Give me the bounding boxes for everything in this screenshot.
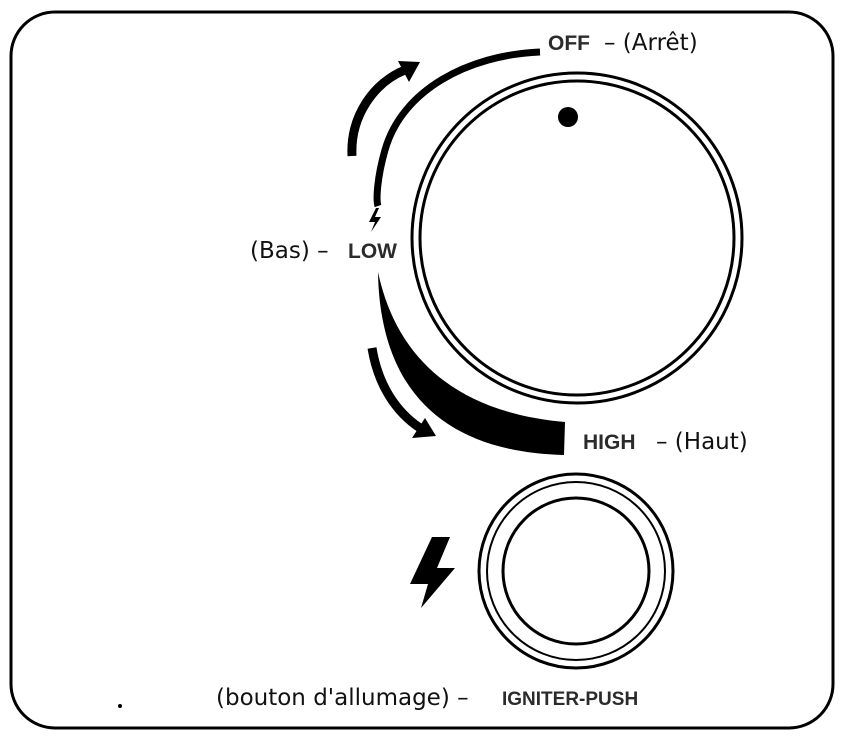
igniter-translation: (bouton d'allumage) – — [216, 685, 469, 711]
knob-indicator-dot — [558, 107, 578, 127]
igniter-button[interactable] — [477, 472, 675, 670]
off-to-low-arc — [373, 48, 541, 208]
rotate-down-arrow — [367, 347, 436, 438]
rotate-up-arrow — [347, 61, 420, 157]
stray-dot — [118, 704, 122, 708]
spark-large-icon — [410, 537, 455, 608]
high-label: HIGH — [583, 431, 636, 454]
low-translation: (Bas) – — [250, 238, 329, 264]
igniter-label: IGNITER-PUSH — [502, 689, 638, 710]
low-label: LOW — [348, 240, 397, 263]
off-label: OFF — [548, 32, 590, 55]
high-translation: – (Haut) — [656, 429, 748, 455]
spark-small-icon — [369, 208, 381, 232]
control-knob[interactable] — [410, 71, 744, 405]
off-translation: – (Arrêt) — [604, 30, 698, 56]
low-to-high-wedge — [378, 272, 565, 455]
